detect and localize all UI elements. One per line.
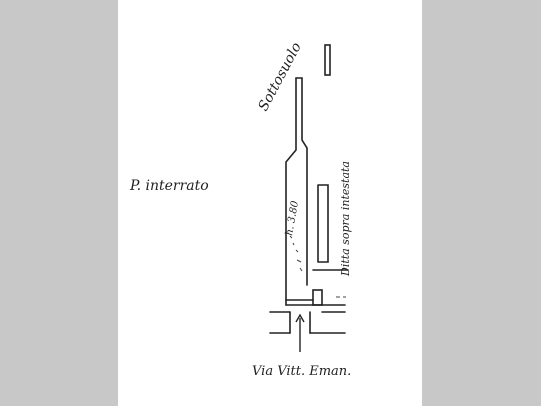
ditta-label: Ditta sopra intestata <box>339 161 352 277</box>
sottosuolo-label: Sottosuolo <box>255 40 304 114</box>
floor-label: P. interrato <box>129 178 209 194</box>
street-label: Via Vitt. Eman. <box>252 364 351 379</box>
dash-marks <box>289 235 346 298</box>
plan-walls <box>269 44 349 334</box>
entry-arrow <box>295 313 305 352</box>
document-page <box>118 0 422 406</box>
